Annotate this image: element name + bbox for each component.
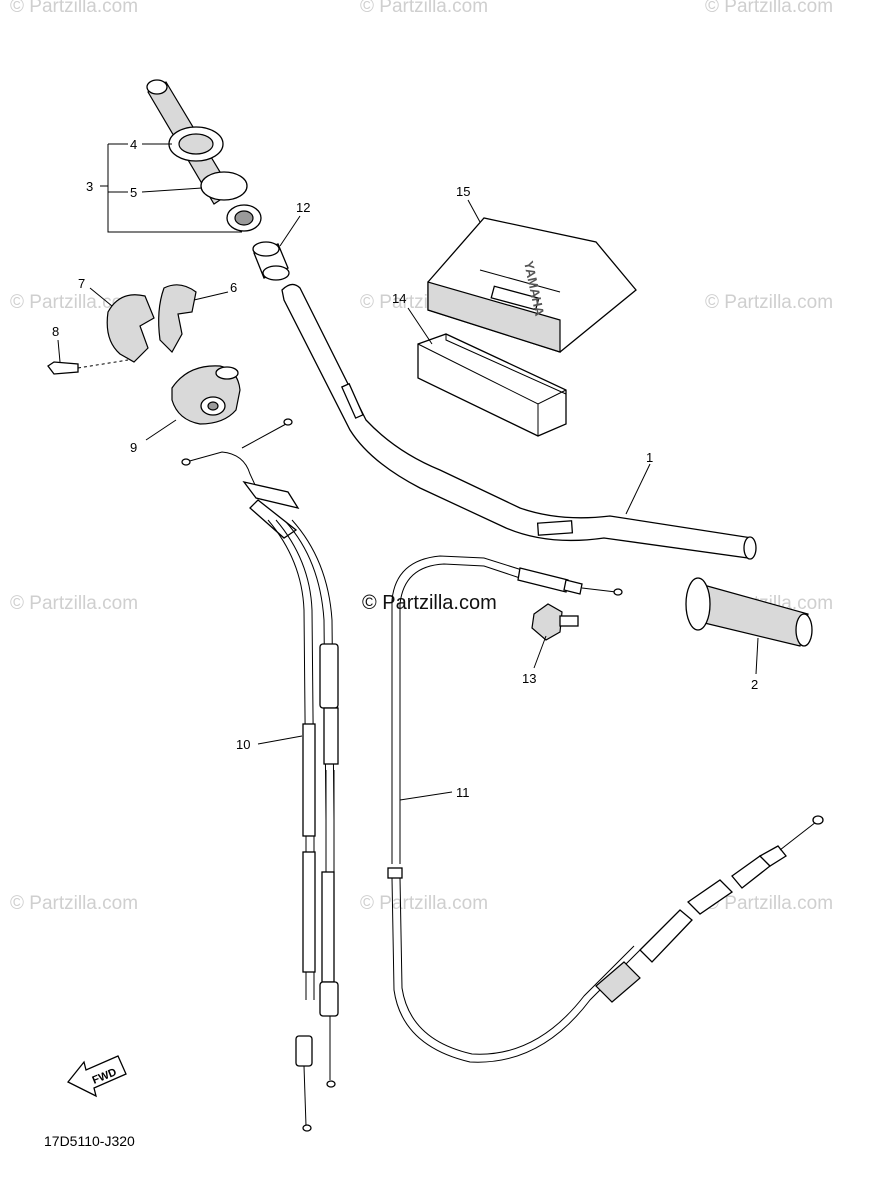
diagram-code: 17D5110-J320 <box>44 1133 135 1149</box>
callout-10[interactable]: 10 <box>236 737 250 752</box>
left-grip[interactable] <box>146 79 262 232</box>
throttle-housing-9[interactable] <box>171 365 241 425</box>
watermark-row4-center: © Partzilla.com <box>360 893 488 914</box>
watermark-top-right: © Partzilla.com <box>705 0 833 17</box>
callout-11[interactable]: 11 <box>456 785 470 800</box>
watermark-top-center: © Partzilla.com <box>360 0 488 17</box>
callout-6[interactable]: 6 <box>230 280 237 295</box>
callout-8[interactable]: 8 <box>52 324 59 339</box>
collar-12[interactable] <box>252 241 290 281</box>
handlebar-1[interactable] <box>281 283 757 560</box>
housing-6[interactable] <box>158 284 197 353</box>
watermark-row3-left: © Partzilla.com <box>10 593 138 614</box>
callout-14[interactable]: 14 <box>392 291 406 306</box>
pad-cover-15[interactable]: YAMAHA <box>427 217 637 353</box>
callouts: 1 2 3 4 5 6 7 8 9 10 11 12 13 14 15 <box>52 137 758 800</box>
watermark-row4-left: © Partzilla.com <box>10 893 138 914</box>
pad-14[interactable] <box>417 333 567 437</box>
callout-15[interactable]: 15 <box>456 184 470 199</box>
throttle-cables-10[interactable] <box>181 418 339 1132</box>
watermark-row4-right: © Partzilla.com <box>705 893 833 914</box>
watermark-row2-left: © Partzilla.com <box>10 292 138 313</box>
callout-4[interactable]: 4 <box>130 137 137 152</box>
callout-5[interactable]: 5 <box>130 185 137 200</box>
fwd-arrow-icon: FWD <box>66 1055 127 1098</box>
leader-lines <box>57 143 759 801</box>
adjuster-13[interactable] <box>531 603 579 641</box>
callout-1[interactable]: 1 <box>646 450 653 465</box>
callout-13[interactable]: 13 <box>522 671 536 686</box>
cable-11[interactable] <box>387 555 824 1063</box>
screw-8[interactable] <box>47 359 129 375</box>
callout-9[interactable]: 9 <box>130 440 137 455</box>
callout-12[interactable]: 12 <box>296 200 310 215</box>
callout-7[interactable]: 7 <box>78 276 85 291</box>
housing-7[interactable] <box>106 294 155 363</box>
watermark-row2-right: © Partzilla.com <box>705 292 833 313</box>
callout-2[interactable]: 2 <box>751 677 758 692</box>
right-grip-2[interactable] <box>685 577 813 647</box>
watermark-center: © Partzilla.com <box>362 592 497 614</box>
callout-3[interactable]: 3 <box>86 179 93 194</box>
watermark-top-left: © Partzilla.com <box>10 0 138 17</box>
